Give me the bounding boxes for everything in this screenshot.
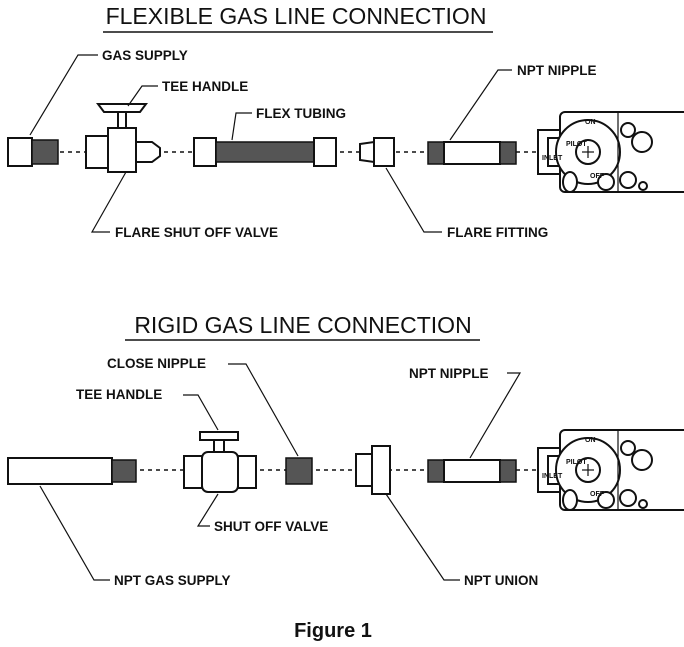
leader-line [385,493,460,581]
svg-text:PILOT: PILOT [566,459,587,466]
label-tee-handle: TEE HANDLE [162,79,248,94]
leader-line [183,394,219,431]
svg-text:OFF: OFF [590,491,605,498]
leader-line [385,167,442,233]
npt-nipple [427,141,517,165]
label-npt-gas-supply: NPT GAS SUPPLY [114,573,231,588]
rigid-section-title: RIGID GAS LINE CONNECTION [134,312,471,338]
figure-caption: Figure 1 [294,620,372,642]
label-close-nipple: CLOSE NIPPLE [107,356,206,371]
gas-valve-markings: ON PILOT OFF INLET [542,437,605,498]
label-flare-fitting: FLARE FITTING [447,225,548,240]
svg-text:INLET: INLET [542,155,563,162]
label-gas-supply: GAS SUPPLY [102,48,188,63]
leader-line [449,69,512,141]
gas-valve [537,429,684,511]
label-npt-nipple: NPT NIPPLE [409,366,489,381]
gas-supply-pipe [7,137,59,167]
leader-line [90,171,127,233]
close-nipple [285,457,313,485]
label-npt-union: NPT UNION [464,573,538,588]
label-npt-nipple: NPT NIPPLE [517,63,597,78]
leader-line [196,493,219,527]
svg-text:INLET: INLET [542,473,563,480]
npt-gas-supply-pipe [7,457,137,485]
npt-nipple [427,459,517,483]
leader-line [231,112,252,141]
gas-valve [537,111,684,193]
leader-line [39,485,110,581]
svg-text:ON: ON [585,119,596,126]
svg-text:PILOT: PILOT [566,141,587,148]
label-flex-tubing: FLEX TUBING [256,106,346,121]
flare-fitting [359,137,395,167]
leader-line [469,372,522,459]
label-flare-shut-off-valve: FLARE SHUT OFF VALVE [115,225,278,240]
gas-valve-markings: ON PILOT OFF INLET [542,119,605,180]
npt-union [355,445,391,495]
shut-off-valve [183,431,257,493]
flexible-section-title: FLEXIBLE GAS LINE CONNECTION [106,3,487,29]
flex-tubing [193,137,337,167]
leader-line [228,363,299,457]
leader-line [29,54,98,136]
flare-shut-off-valve [85,103,161,173]
label-tee-handle: TEE HANDLE [76,387,162,402]
svg-text:OFF: OFF [590,173,605,180]
leader-line [127,85,158,107]
svg-text:ON: ON [585,437,596,444]
label-shut-off-valve: SHUT OFF VALVE [214,519,328,534]
